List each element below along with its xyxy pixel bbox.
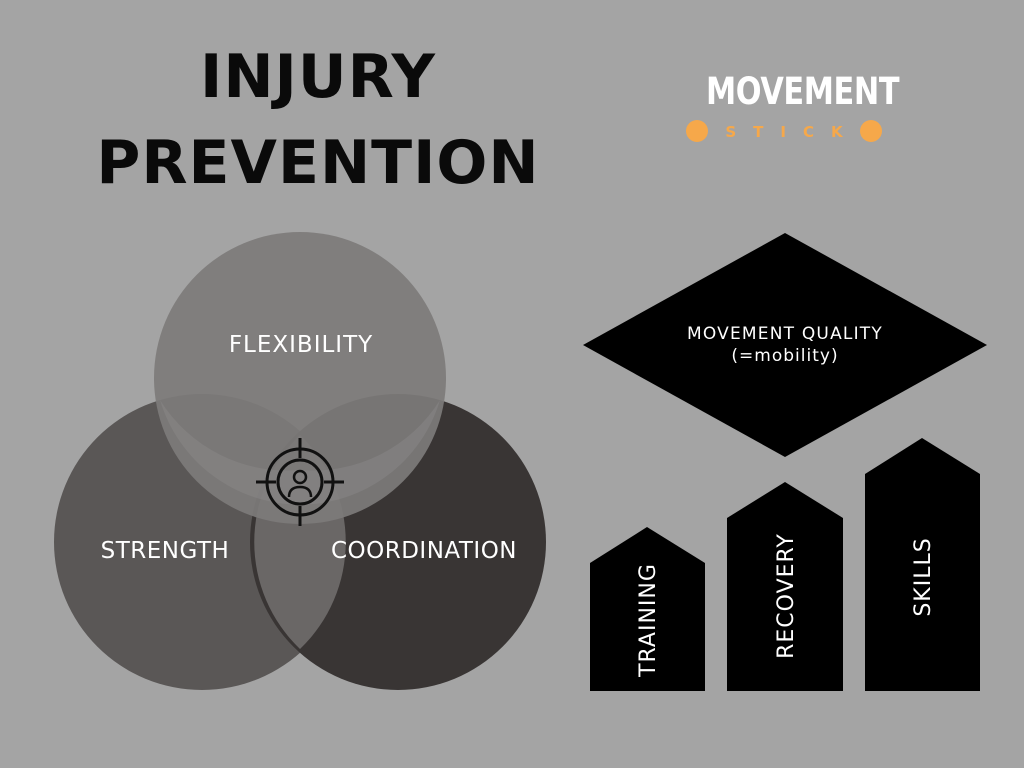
pillar-label-recovery: RECOVERY: [774, 533, 799, 659]
pillar-recovery: RECOVERY: [727, 482, 843, 691]
logo-text-stick: STICK: [725, 123, 860, 141]
pillar-shape-recovery: [727, 482, 843, 691]
venn-label-flexibility: FLEXIBILITY: [229, 332, 373, 358]
title-line-1: INJURY: [200, 42, 436, 112]
logo-dot-left: [686, 120, 708, 142]
venn-label-coordination: COORDINATION: [331, 538, 517, 564]
title-line-2: PREVENTION: [96, 128, 540, 198]
pillar-label-skills: SKILLS: [911, 537, 936, 616]
pillar-shape-skills: [865, 438, 980, 691]
venn-circle-flexibility: [154, 232, 446, 524]
venn-overlap-flexibility: [160, 400, 440, 505]
movement-quality-diamond: MOVEMENT QUALITY (=mobility): [583, 233, 987, 457]
logo-subline: STICK: [686, 118, 882, 146]
venn-label-strength: STRENGTH: [101, 538, 230, 564]
diamond-shape: [583, 233, 987, 457]
target-person-icon: [256, 438, 344, 526]
pillar-label-training: TRAINING: [636, 563, 661, 678]
pillar-skills: SKILLS: [865, 438, 980, 691]
venn-diagram: FLEXIBILITY STRENGTH COORDINATION: [54, 232, 546, 690]
diamond-label-line2: (=mobility): [731, 346, 838, 366]
logo-dot-right: [860, 120, 882, 142]
diamond-label-line1: MOVEMENT QUALITY: [687, 324, 883, 344]
pillar-training: TRAINING: [590, 527, 705, 691]
pillar-shape-training: [590, 527, 705, 691]
logo-text-movement: MOVEMENT: [706, 70, 900, 113]
